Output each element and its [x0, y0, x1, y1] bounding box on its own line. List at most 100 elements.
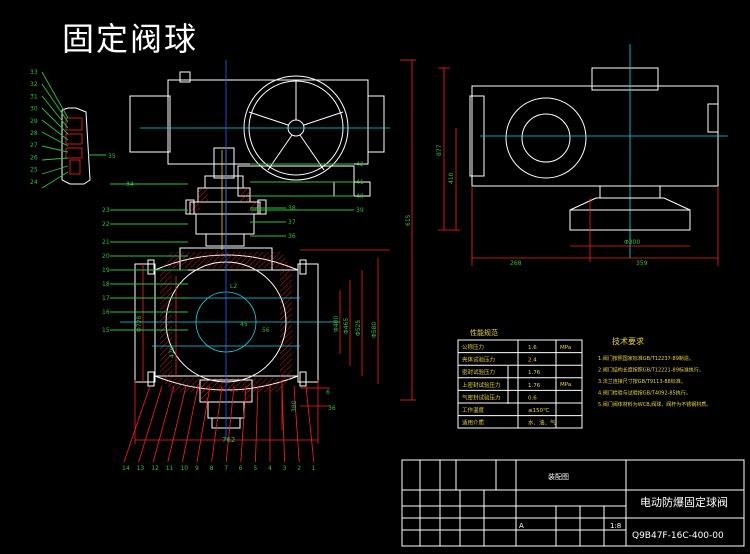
- tech-row-value: 1.6: [528, 345, 537, 351]
- drawing-name: 电动防爆固定球阀: [640, 495, 728, 509]
- callout-right-36: 36: [288, 233, 296, 240]
- callout-right-38: 38: [288, 205, 296, 212]
- tech-row-label: 工作温度: [462, 406, 485, 414]
- callout-22: 22: [102, 221, 110, 228]
- label-d300: Φ300: [624, 239, 640, 246]
- scale-label: 1:8: [610, 522, 621, 530]
- callout-bottom-1: 1: [312, 465, 316, 472]
- label-470: 470: [169, 346, 176, 358]
- callout-28: 28: [30, 130, 38, 137]
- callout-bottom-3: 3: [283, 465, 287, 472]
- valve-body: [120, 60, 340, 440]
- side-callouts: 34 23 22 21 20 19 18 17 16 15: [102, 181, 188, 334]
- tech-row-label: 壳体试验压力: [462, 356, 495, 364]
- callout-20: 20: [102, 253, 110, 260]
- callout-bottom-5: 5: [253, 465, 257, 472]
- requirement-item: 4.阀门检验与试验按GB/T4092-85执行。: [598, 390, 691, 397]
- label-380: 380: [291, 400, 298, 412]
- callout-33: 33: [30, 69, 38, 76]
- callout-right-40: 40: [356, 193, 364, 200]
- tech-table-title: 性能规范: [470, 328, 498, 337]
- seal-detail: [41, 71, 106, 189]
- callout-bottom-9: 9: [195, 465, 199, 472]
- tech-row-label: 适用介质: [462, 419, 485, 427]
- callout-25: 25: [30, 167, 38, 174]
- label-762: 762: [222, 436, 235, 444]
- callout-bottom-4: 4: [268, 465, 272, 472]
- assembly-label: 装配图: [548, 472, 569, 481]
- callout-26: 26: [30, 154, 38, 161]
- requirements-title: 技术要求: [612, 336, 644, 346]
- tech-row-unit: MPa: [560, 345, 571, 351]
- label-36: 36: [328, 405, 336, 412]
- tech-row-label: 上密封试验压力: [462, 381, 501, 389]
- callout-bottom-11: 11: [166, 465, 174, 472]
- right-callouts: 42 41 40 39 38 37 36: [250, 161, 364, 240]
- tech-row-value: 1.76: [528, 383, 541, 389]
- label-56: 56: [262, 327, 270, 334]
- callout-right-42: 42: [356, 161, 364, 168]
- tech-row-value: 0.6: [528, 395, 537, 401]
- tech-requirements: 技术要求 1.阀门按照国家标准GB/T12237-89制造。 2.阀门结构长度按照…: [598, 336, 711, 408]
- callout-right-41: 41: [356, 179, 364, 186]
- label-268: 268: [510, 260, 522, 267]
- valve-stem: [189, 147, 261, 250]
- callout-right-39: 39: [356, 207, 364, 214]
- label-d465: Φ465: [343, 318, 350, 334]
- callout-bottom-8: 8: [210, 465, 214, 472]
- callout-21: 21: [102, 239, 110, 246]
- label-d400: Φ400: [333, 316, 340, 332]
- callout-bottom-10: 10: [180, 465, 188, 472]
- dimension-labels: L2 45 56 36 762 Φ728 470 Φ400 Φ465 Φ525 …: [136, 214, 412, 444]
- callout-35: 35: [108, 153, 116, 160]
- label-359: 359: [636, 260, 648, 267]
- tech-row-value: 1.76: [528, 370, 541, 376]
- label-6: 6: [326, 389, 330, 396]
- callout-24: 24: [30, 179, 38, 186]
- tech-row-value: 2.4: [528, 358, 537, 364]
- label-d580: Φ580: [371, 322, 378, 338]
- tech-row-label: 公称压力: [462, 343, 484, 351]
- label-615: 615: [405, 214, 412, 226]
- callout-23: 23: [102, 207, 110, 214]
- callout-15: 15: [102, 327, 110, 334]
- label-l2: L2: [230, 283, 237, 290]
- bottom-callouts: 14 13 12 11 10 9 8 7 6 5 4 3 2 1: [122, 385, 316, 472]
- callout-19: 19: [102, 267, 110, 274]
- tech-row-label: 密封试验压力: [462, 368, 495, 376]
- requirement-item: 5.阀门阀体材料为WCB,阀球、阀杆为不锈钢材质。: [598, 401, 711, 408]
- callout-16: 16: [102, 309, 110, 316]
- label-45: 45: [240, 321, 248, 328]
- callout-31: 31: [30, 93, 38, 100]
- actuator-side-view: 877 410 Φ300 268 359: [436, 44, 728, 267]
- callout-32: 32: [30, 81, 38, 88]
- callout-bottom-14: 14: [122, 465, 130, 472]
- callout-right-37: 37: [288, 219, 296, 226]
- tech-row-label: 气密封试验压力: [462, 393, 501, 401]
- callout-bottom-12: 12: [151, 465, 159, 472]
- callout-bottom-2: 2: [297, 465, 301, 472]
- drawing-code: Q9B47F-16C-400-00: [632, 531, 724, 541]
- actuator-front: [129, 71, 390, 197]
- tech-row-value: ≤150℃: [528, 407, 549, 414]
- callout-29: 29: [30, 118, 38, 125]
- label-877: 877: [436, 144, 443, 156]
- mark-label: A: [519, 522, 524, 530]
- main-dimensions: [134, 59, 416, 444]
- callout-17: 17: [102, 295, 110, 302]
- label-d728: Φ728: [136, 316, 143, 332]
- callout-bottom-6: 6: [239, 465, 243, 472]
- callout-bottom-13: 13: [137, 465, 145, 472]
- requirement-item: 1.阀门按照国家标准GB/T12237-89制造。: [598, 355, 694, 362]
- tech-row-value: 水、油、气: [528, 419, 556, 427]
- label-410: 410: [448, 172, 455, 184]
- callout-18: 18: [102, 281, 110, 288]
- label-d525: Φ525: [355, 320, 362, 336]
- tech-unit-mpa: MPa: [560, 382, 571, 388]
- callout-bottom-7: 7: [224, 465, 228, 472]
- callout-34: 34: [126, 181, 134, 188]
- requirement-item: 2.阀门结构长度按照GB/T12221-89标准执行。: [598, 367, 704, 374]
